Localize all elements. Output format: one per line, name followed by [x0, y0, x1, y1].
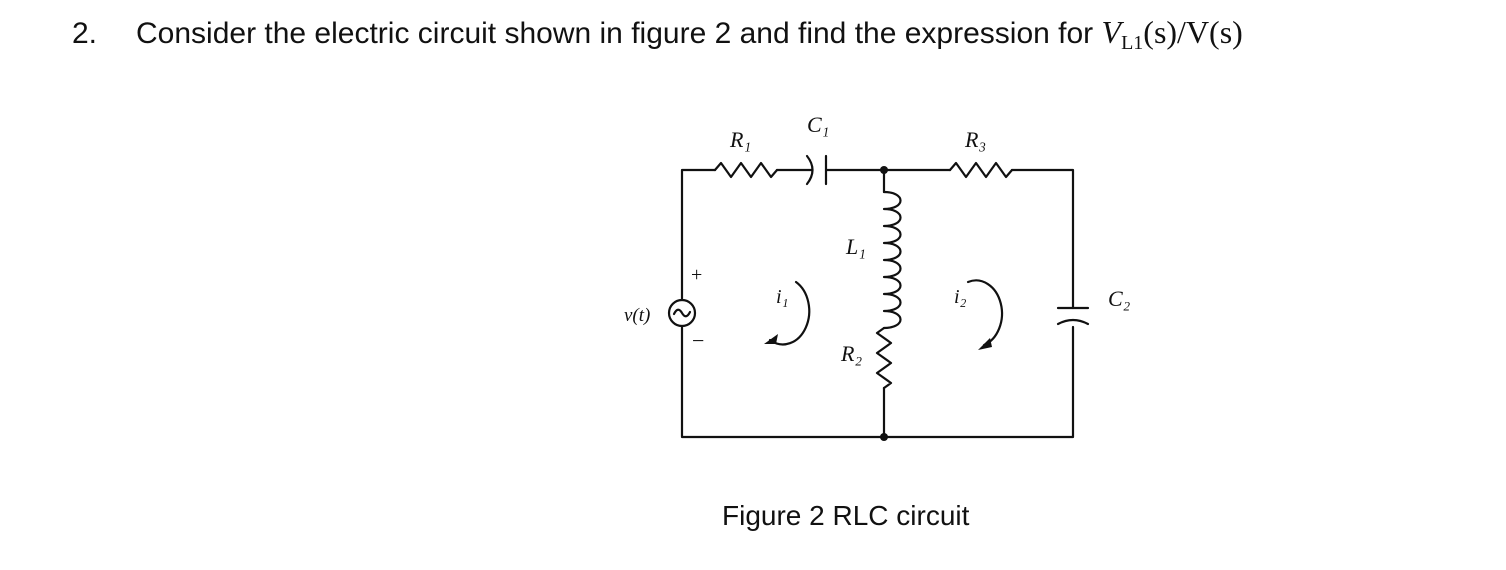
- expr-rest: (s)/V(s): [1143, 14, 1243, 50]
- voltage-source-tilde: [672, 308, 692, 318]
- label-c2: C₂: [1108, 286, 1131, 311]
- wire-r3-right: [1010, 168, 1075, 310]
- voltage-source-circle: [667, 298, 697, 328]
- mesh-arrow-i2: [966, 279, 1004, 347]
- mesh-arrowhead-i1: [764, 334, 778, 344]
- capacitor-c2-plate-curved: [1056, 318, 1090, 326]
- junction-dot-top: [880, 166, 888, 174]
- figure-caption: Figure 2 RLC circuit: [722, 500, 970, 531]
- label-r1: R₁: [729, 127, 751, 152]
- label-r2: R₂: [840, 341, 862, 366]
- wire-left-bottom: [680, 324, 1075, 439]
- question-text: 2. Consider the electric circuit shown in…: [72, 14, 1243, 55]
- capacitor-c1-plate-curved: [805, 154, 814, 186]
- resistor-r1: [713, 161, 779, 179]
- resistor-r2: [875, 326, 893, 390]
- question-body: Consider the electric circuit shown in f…: [136, 17, 1094, 50]
- label-r3: R₃: [964, 127, 986, 152]
- mesh-arrow-i1: [768, 280, 811, 346]
- wire-left-top: [680, 168, 717, 302]
- label-i1: i₁: [776, 286, 789, 308]
- label-plus: +: [691, 264, 702, 286]
- expr-subscript: L1: [1121, 32, 1144, 54]
- question-number: 2.: [72, 17, 98, 50]
- label-i2: i₂: [954, 286, 967, 308]
- junction-dot-bottom: [880, 433, 888, 441]
- label-source: v(t): [624, 305, 650, 326]
- transfer-function-expression: VL1(s)/V(s): [1101, 14, 1243, 54]
- mesh-arrowhead-i2: [978, 338, 992, 350]
- expr-v: V: [1101, 14, 1122, 50]
- label-c1: C₁: [807, 112, 829, 137]
- resistor-r3: [948, 161, 1014, 179]
- label-l1: L₁: [845, 234, 866, 259]
- inductor-l1: [882, 190, 902, 330]
- label-minus: −: [692, 328, 704, 353]
